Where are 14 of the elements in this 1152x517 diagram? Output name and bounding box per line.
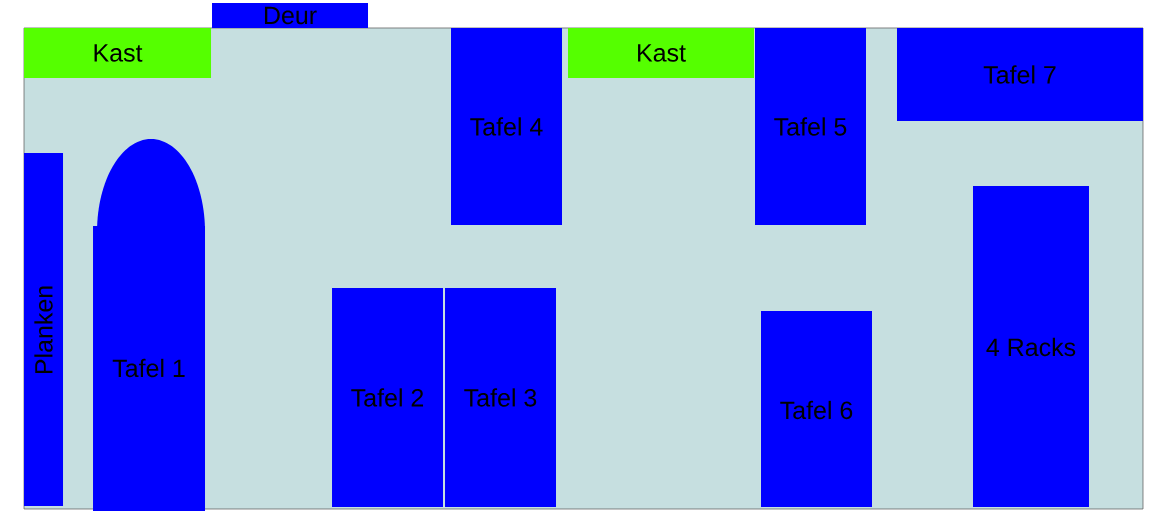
- node-label: Tafel 3: [464, 388, 537, 407]
- door: Deur: [212, 3, 368, 28]
- cabinet: Kast: [24, 28, 211, 78]
- shelf: Planken: [24, 153, 63, 506]
- table: Tafel 5: [755, 28, 866, 225]
- node-label: Tafel 2: [351, 388, 424, 407]
- table: Tafel 6: [761, 311, 872, 507]
- table: Tafel 1: [93, 139, 205, 511]
- table: Tafel 4: [451, 28, 562, 225]
- table: Tafel 3: [445, 288, 556, 507]
- rack: 4 Racks: [973, 186, 1089, 507]
- table: Tafel 7: [897, 28, 1143, 121]
- table: Tafel 2: [332, 288, 443, 507]
- cabinet: Kast: [568, 28, 754, 78]
